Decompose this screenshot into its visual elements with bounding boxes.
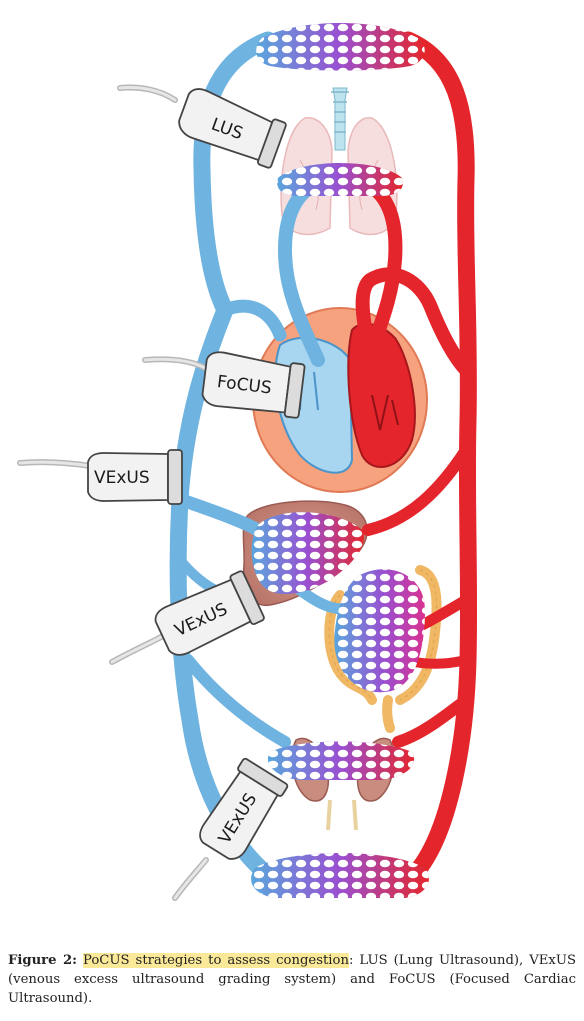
- focus-probe: FoCUS: [142, 351, 306, 419]
- capillary-bed-liver: [251, 512, 364, 595]
- capillary-bed-intestine: [334, 569, 425, 693]
- caption-highlight: PoCUS strategies to assess congestion: [83, 953, 349, 968]
- circulation-diagram: LUS FoCUS VExUS VExUS: [17, 23, 478, 901]
- trachea: [331, 87, 349, 151]
- vexus-probe-1: VExUS: [17, 449, 183, 505]
- caption-figure-label: Figure 2:: [8, 953, 77, 968]
- lus-probe: LUS: [117, 84, 287, 169]
- figure-caption: Figure 2: PoCUS strategies to assess con…: [8, 951, 576, 1008]
- caption-text: : LUS (Lung Ultrasound), VExUS (venous e…: [8, 953, 576, 1006]
- capillary-bed-top: [256, 23, 425, 71]
- capillary-bed-kidneys: [267, 741, 415, 780]
- capillary-bed-bottom: [251, 853, 429, 898]
- vexus-probe-3: VExUS: [172, 757, 289, 901]
- vexus-probe-2: VExUS: [109, 570, 265, 665]
- capillary-bed-lungs: [277, 163, 403, 196]
- vexus-label-1: VExUS: [94, 468, 150, 488]
